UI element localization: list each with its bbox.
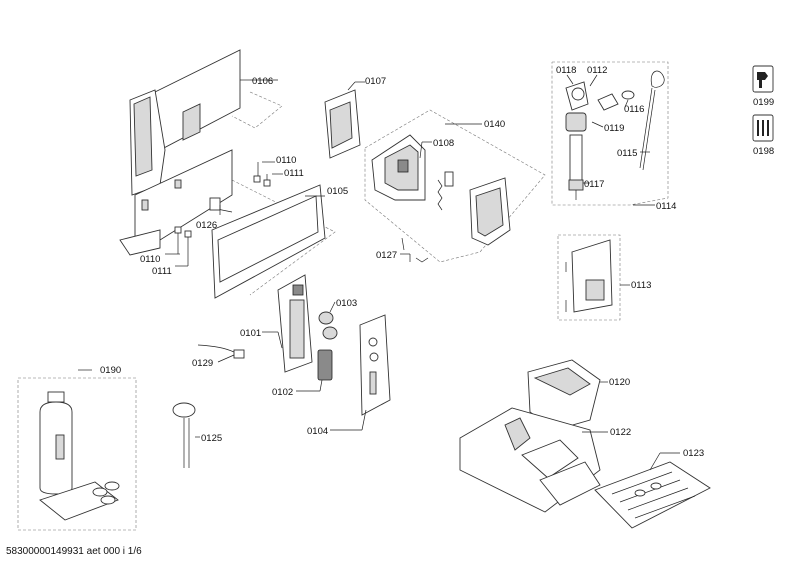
cleaning-kit-drawing [17,369,137,531]
label-0126: 0126 [196,220,217,231]
label-0112: 0112 [587,65,607,76]
label-0127: 0127 [376,250,397,261]
document-footer-code: 58300000149931 aet 000 i 1/6 [6,546,142,557]
leader-lines-control [217,301,367,431]
control-panel-drawing [197,274,391,416]
clip-0110-lower [174,226,182,234]
label-0117: 0117 [584,179,604,190]
label-0190: 0190 [100,365,121,376]
label-0199: 0199 [753,97,774,108]
label-0111-lower: 0111 [152,266,172,277]
side-cover-drawing [557,234,630,321]
housing-assembly-drawing [119,49,361,299]
steam-pipe-assembly-drawing [551,61,669,206]
leader-lines-left [165,79,365,267]
brewing-unit-drawing [364,109,546,263]
drip-tray-assembly-drawing [459,359,711,529]
label-0105: 0105 [327,186,348,197]
label-0118: 0118 [556,65,576,76]
label-0111-upper: 0111 [284,168,304,179]
label-0140: 0140 [484,119,505,130]
measuring-spoon-drawing [172,402,200,468]
leader-lines-middle [400,123,482,262]
label-0102: 0102 [272,387,293,398]
label-0106: 0106 [252,76,273,87]
label-0116: 0116 [624,104,644,115]
label-0115: 0115 [617,148,637,159]
label-0110-lower: 0110 [140,254,160,265]
label-0108: 0108 [433,138,454,149]
part-labels: 0106 0107 0110 0111 0105 0126 0110 0111 … [100,65,774,459]
clip-0111-upper [263,179,271,187]
label-0101: 0101 [240,328,261,339]
label-0104: 0104 [307,426,328,437]
label-0198: 0198 [753,146,774,157]
label-0123: 0123 [683,448,704,459]
label-0103: 0103 [336,298,357,309]
label-0125: 0125 [201,433,222,444]
service-symbols [752,65,774,142]
label-0107: 0107 [365,76,386,87]
label-0120: 0120 [609,377,630,388]
label-0119: 0119 [604,123,624,134]
label-0122: 0122 [610,427,631,438]
label-0113: 0113 [631,280,651,291]
leader-lines-top-right [566,74,655,206]
label-0110-upper: 0110 [276,155,296,166]
clip-0110-upper [253,175,261,183]
label-0114: 0114 [656,201,676,212]
label-0129: 0129 [192,358,213,369]
clip-0111-lower [184,230,192,238]
